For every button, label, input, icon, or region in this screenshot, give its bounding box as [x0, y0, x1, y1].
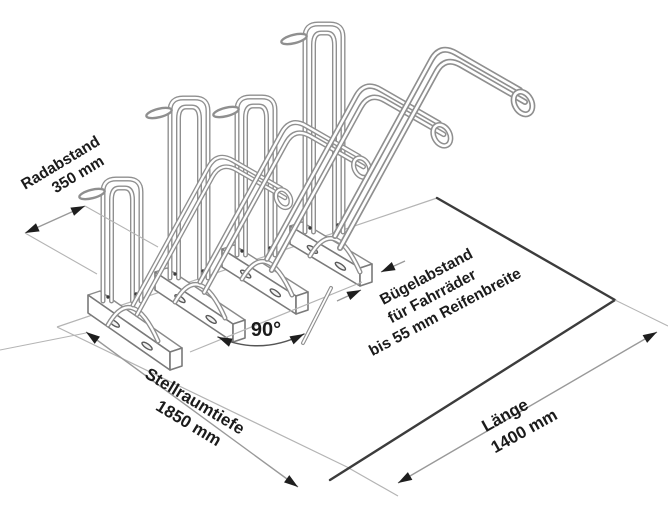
- rack-linework: [0, 21, 668, 497]
- dim-radabstand-label: Radabstand 350 mm: [18, 133, 107, 197]
- angle-90-label: 90°: [251, 319, 281, 341]
- dim-buegelabstand-label: Bügelabstand für Fahrräder bis 55 mm Rei…: [366, 246, 524, 360]
- dim-stellraumtiefe-label: Stellraumtiefe 1850 mm: [142, 364, 248, 450]
